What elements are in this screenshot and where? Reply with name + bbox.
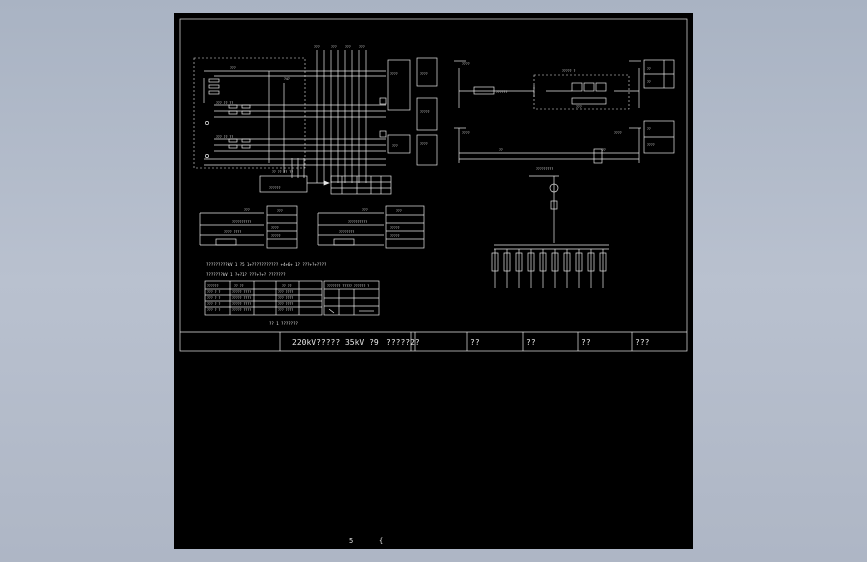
- svg-text:????????: ????????: [339, 230, 354, 234]
- svg-text:????: ????: [420, 72, 428, 76]
- svg-text:??????????: ??????????: [232, 220, 251, 224]
- svg-text:????? ?: ????? ?: [562, 69, 576, 73]
- svg-text:????: ????: [614, 131, 622, 135]
- svg-text:??? ? ?: ??? ? ?: [207, 296, 221, 300]
- drawing-sheet[interactable]: 220kV????? 35kV ?9 ?????2? ?? ?? ?? ???: [174, 13, 693, 549]
- title-cell-3: ??: [470, 338, 480, 347]
- title-cell-1: 220kV????? 35kV ?9: [292, 338, 379, 347]
- svg-text:??? ????: ??? ????: [278, 308, 293, 312]
- svg-text:?????: ?????: [390, 226, 400, 230]
- note-line-2: ???????kV 1 ?+?1? ???+?+? ???????: [206, 272, 286, 277]
- svg-text:??????? ????? ?????? ?: ??????? ????? ?????? ?: [327, 284, 369, 288]
- svg-text:????: ????: [462, 131, 470, 135]
- transformer-feeders: [491, 175, 609, 288]
- svg-text:??: ??: [499, 148, 503, 152]
- svg-text:??????: ??????: [207, 284, 219, 288]
- svg-text:???: ???: [244, 208, 250, 212]
- svg-text:???? ????: ???? ????: [224, 230, 241, 234]
- svg-text:??????: ??????: [269, 186, 281, 190]
- control-table-a: ?????? ?????????????? ???? ?????????: [199, 205, 298, 249]
- svg-text:???: ???: [277, 209, 283, 213]
- svg-text:??????????: ??????????: [348, 220, 367, 224]
- table-caption: ?? 1 ???????: [269, 321, 298, 326]
- svg-text:??? ????: ??? ????: [278, 296, 293, 300]
- parameter-table: ???????? ???? ?? ??????? ????? ?????? ? …: [204, 280, 380, 316]
- wiring-diagram-left: ????4? ???????????? ???????? ????????? ?…: [193, 45, 438, 195]
- bottom-mark-2: {: [379, 537, 383, 545]
- schematic-canvas: 220kV????? 35kV ?9 ?????2? ?? ?? ?? ???: [179, 18, 688, 545]
- svg-text:???: ???: [576, 105, 582, 109]
- title-cell-5: ??: [581, 338, 591, 347]
- svg-text:??????: ??????: [496, 90, 508, 94]
- svg-text:?? ??: ?? ??: [234, 284, 244, 288]
- svg-text:??: ??: [647, 127, 651, 131]
- svg-text:????: ????: [390, 72, 398, 76]
- feeder-group: [491, 249, 607, 288]
- svg-text:????: ????: [462, 62, 470, 66]
- svg-text:?4?: ?4?: [284, 77, 290, 81]
- drawing-frame: [179, 18, 688, 352]
- svg-text:?? ?? ?? ??: ?? ?? ?? ??: [272, 170, 293, 174]
- svg-text:??? ? ?: ??? ? ?: [207, 308, 221, 312]
- svg-text:???: ???: [359, 45, 365, 49]
- svg-text:???: ???: [396, 209, 402, 213]
- svg-text:??? ?? ??: ??? ?? ??: [216, 135, 233, 139]
- title-cell-4: ??: [526, 338, 536, 347]
- svg-text:???: ???: [362, 208, 368, 212]
- svg-text:????? ????: ????? ????: [232, 308, 251, 312]
- note-line-1: ?????????kV 1 ?5 1+??????????? +4+6+ 1? …: [206, 262, 327, 267]
- svg-text:??? ? ?: ??? ? ?: [207, 302, 221, 306]
- svg-text:?????: ?????: [390, 234, 400, 238]
- svg-text:???: ???: [392, 144, 398, 148]
- bottom-mark-1: 5: [349, 537, 353, 545]
- svg-text:????: ????: [420, 142, 428, 146]
- svg-text:??: ??: [602, 148, 606, 152]
- svg-text:???: ???: [345, 45, 351, 49]
- svg-text:???: ???: [230, 66, 236, 70]
- svg-text:??: ??: [647, 67, 651, 71]
- svg-text:??? ? ?: ??? ? ?: [207, 290, 221, 294]
- svg-text:???: ???: [314, 45, 320, 49]
- svg-text:??: ??: [647, 80, 651, 84]
- title-cell-2: ?????2?: [386, 338, 420, 347]
- svg-text:???: ???: [331, 45, 337, 49]
- svg-text:??? ????: ??? ????: [278, 290, 293, 294]
- svg-text:????? ????: ????? ????: [232, 290, 251, 294]
- svg-text:??? ?? ??: ??? ?? ??: [216, 101, 233, 105]
- svg-text:?? ??: ?? ??: [282, 284, 292, 288]
- svg-text:????? ????: ????? ????: [232, 296, 251, 300]
- svg-text:????? ????: ????? ????: [232, 302, 251, 306]
- svg-text:?????: ?????: [271, 234, 281, 238]
- svg-text:??? ????: ??? ????: [278, 302, 293, 306]
- svg-text:????: ????: [271, 226, 279, 230]
- svg-text:?????????: ?????????: [536, 167, 553, 171]
- title-cell-6: ???: [635, 338, 650, 347]
- svg-text:?????: ?????: [420, 110, 430, 114]
- svg-text:????: ????: [647, 143, 655, 147]
- control-table-b: ?????? ?????????????????? ??????????: [317, 205, 425, 249]
- title-block-dividers: [279, 332, 633, 351]
- wiring-diagram-right: ???? ????? ? ????????? ???????? ???? ????…: [454, 59, 675, 171]
